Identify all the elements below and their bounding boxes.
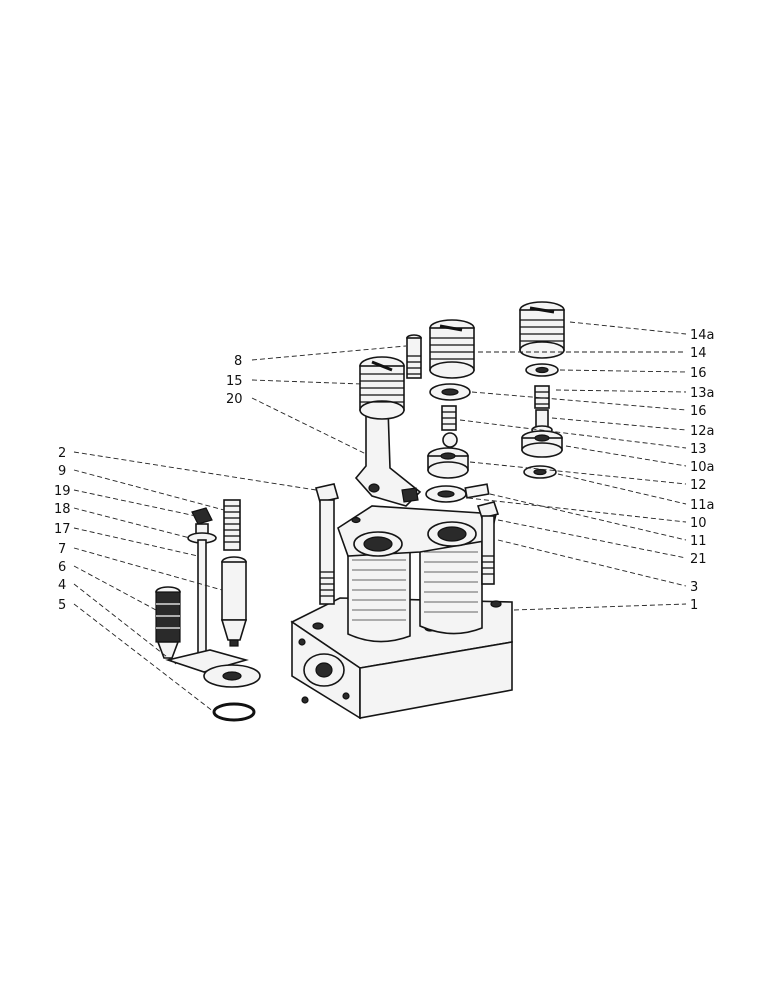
- callout-8: 8: [234, 354, 242, 369]
- callout-6: 6: [58, 560, 66, 575]
- washer-16-right: [525, 363, 559, 377]
- callout-21: 21: [690, 552, 707, 567]
- callout-13a: 13a: [690, 386, 715, 401]
- seat-10a: [521, 430, 563, 458]
- plate-4: [165, 649, 249, 673]
- callout-16-first: 16: [690, 366, 707, 381]
- threaded-cap-14a: [519, 301, 565, 359]
- small-stud: [406, 334, 422, 379]
- callout-12: 12: [690, 478, 707, 493]
- valve-seat-12: [427, 447, 469, 479]
- callout-4: 4: [58, 578, 66, 593]
- spring-13a: [534, 385, 550, 409]
- threaded-cap-15: [359, 356, 405, 420]
- callout-14: 14: [690, 346, 707, 361]
- callout-17: 17: [54, 522, 71, 537]
- callout-15: 15: [226, 374, 243, 389]
- leader-lines: [73, 321, 687, 713]
- callout-20: 20: [226, 392, 243, 407]
- washer-5: [203, 664, 261, 688]
- callout-12a: 12a: [690, 424, 715, 439]
- callout-11a: 11a: [690, 498, 715, 513]
- callout-16-second: 16: [690, 404, 707, 419]
- callout-13: 13: [690, 442, 707, 457]
- rod-17: [187, 507, 217, 663]
- washer-10: [425, 485, 467, 503]
- callout-3: 3: [690, 580, 698, 595]
- short-bolt: [476, 501, 500, 585]
- washer-11a: [523, 465, 557, 479]
- callout-11: 11: [690, 534, 707, 549]
- o-ring: [212, 702, 256, 722]
- callout-7: 7: [58, 542, 66, 557]
- callout-labels: 14a 14 16 13a 16 12a 13 10a 12 11a 10 11…: [54, 328, 715, 613]
- spring-9: [223, 499, 241, 551]
- filter-6: [155, 586, 181, 659]
- callout-19: 19: [54, 484, 71, 499]
- callout-18: 18: [54, 502, 71, 517]
- callout-10a: 10a: [690, 460, 715, 475]
- callout-9: 9: [58, 464, 66, 479]
- plunger-7: [220, 556, 248, 647]
- long-bolt: [314, 483, 340, 605]
- callout-2: 2: [58, 446, 66, 461]
- pin-11: [464, 483, 490, 499]
- washer-16-left: [429, 383, 471, 401]
- lever-arm: [354, 407, 422, 507]
- callout-1: 1: [690, 598, 698, 613]
- callout-5: 5: [58, 598, 66, 613]
- threaded-cap-14: [429, 319, 475, 379]
- ball-13: [442, 432, 458, 448]
- housing-body: [290, 505, 513, 720]
- callout-10: 10: [690, 516, 707, 531]
- spring-12a: [441, 405, 457, 431]
- callout-14a: 14a: [690, 328, 715, 343]
